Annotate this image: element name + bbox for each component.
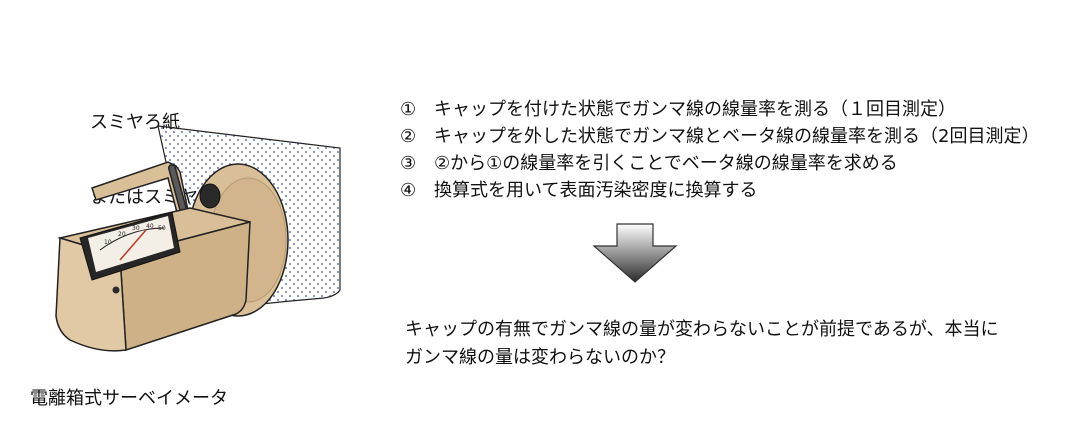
- step-number: ①: [400, 99, 417, 120]
- step-number: ④: [400, 180, 417, 201]
- dial-face: [88, 216, 174, 272]
- dial-tick-30: 30: [132, 225, 140, 232]
- step-4: ④ 換算式を用いて表面汚染密度に換算する: [400, 177, 1039, 204]
- meter-caption: 電離箱式サーベイメータ: [30, 388, 228, 409]
- dial-tick-20: 20: [118, 231, 126, 238]
- step-text: キャップを付けた状態でガンマ線の線量率を測る（１回目測定）: [434, 99, 956, 120]
- dial-tick-50: 50: [158, 225, 166, 232]
- step-text: 換算式を用いて表面汚染密度に換算する: [434, 180, 758, 201]
- step-number: ②: [400, 126, 417, 147]
- dial-tick-10: 10: [104, 239, 112, 246]
- smear-paper-label-line1: スミヤろ紙: [90, 112, 180, 133]
- step-1: ① キャップを付けた状態でガンマ線の線量率を測る（１回目測定）: [400, 96, 1039, 123]
- meter-knob: [199, 183, 221, 209]
- conclusion-line1: キャップの有無でガンマ線の量が変わらないことが前提であるが、本当に: [405, 319, 999, 340]
- dial-scale: [99, 227, 165, 251]
- meter-switch: [112, 286, 120, 294]
- step-2: ② キャップを外した状態でガンマ線とベータ線の線量率を測る（2回目測定）: [400, 123, 1039, 150]
- step-text: ②から①の線量率を引くことでベータ線の線量率を求める: [434, 153, 898, 174]
- conclusion-text: キャップの有無でガンマ線の量が変わらないことが前提であるが、本当に ガンマ線の量…: [405, 316, 998, 372]
- dial-ticks: 10 20 30 40 50: [104, 223, 166, 246]
- conclusion-line2: ガンマ線の量は変わらないのか？: [405, 347, 675, 368]
- survey-meter-icon: 10 20 30 40 50: [55, 125, 341, 352]
- dial-needle: [119, 229, 147, 261]
- step-number: ③: [400, 153, 417, 174]
- down-arrow-icon: [592, 223, 678, 283]
- step-3: ③ ②から①の線量率を引くことでベータ線の線量率を求める: [400, 150, 1039, 177]
- procedure-steps: ① キャップを付けた状態でガンマ線の線量率を測る（１回目測定） ② キャップを外した…: [400, 96, 1039, 204]
- dial-tick-40: 40: [146, 223, 154, 230]
- step-text: キャップを外した状態でガンマ線とベータ線の線量率を測る（2回目測定）: [434, 126, 1040, 147]
